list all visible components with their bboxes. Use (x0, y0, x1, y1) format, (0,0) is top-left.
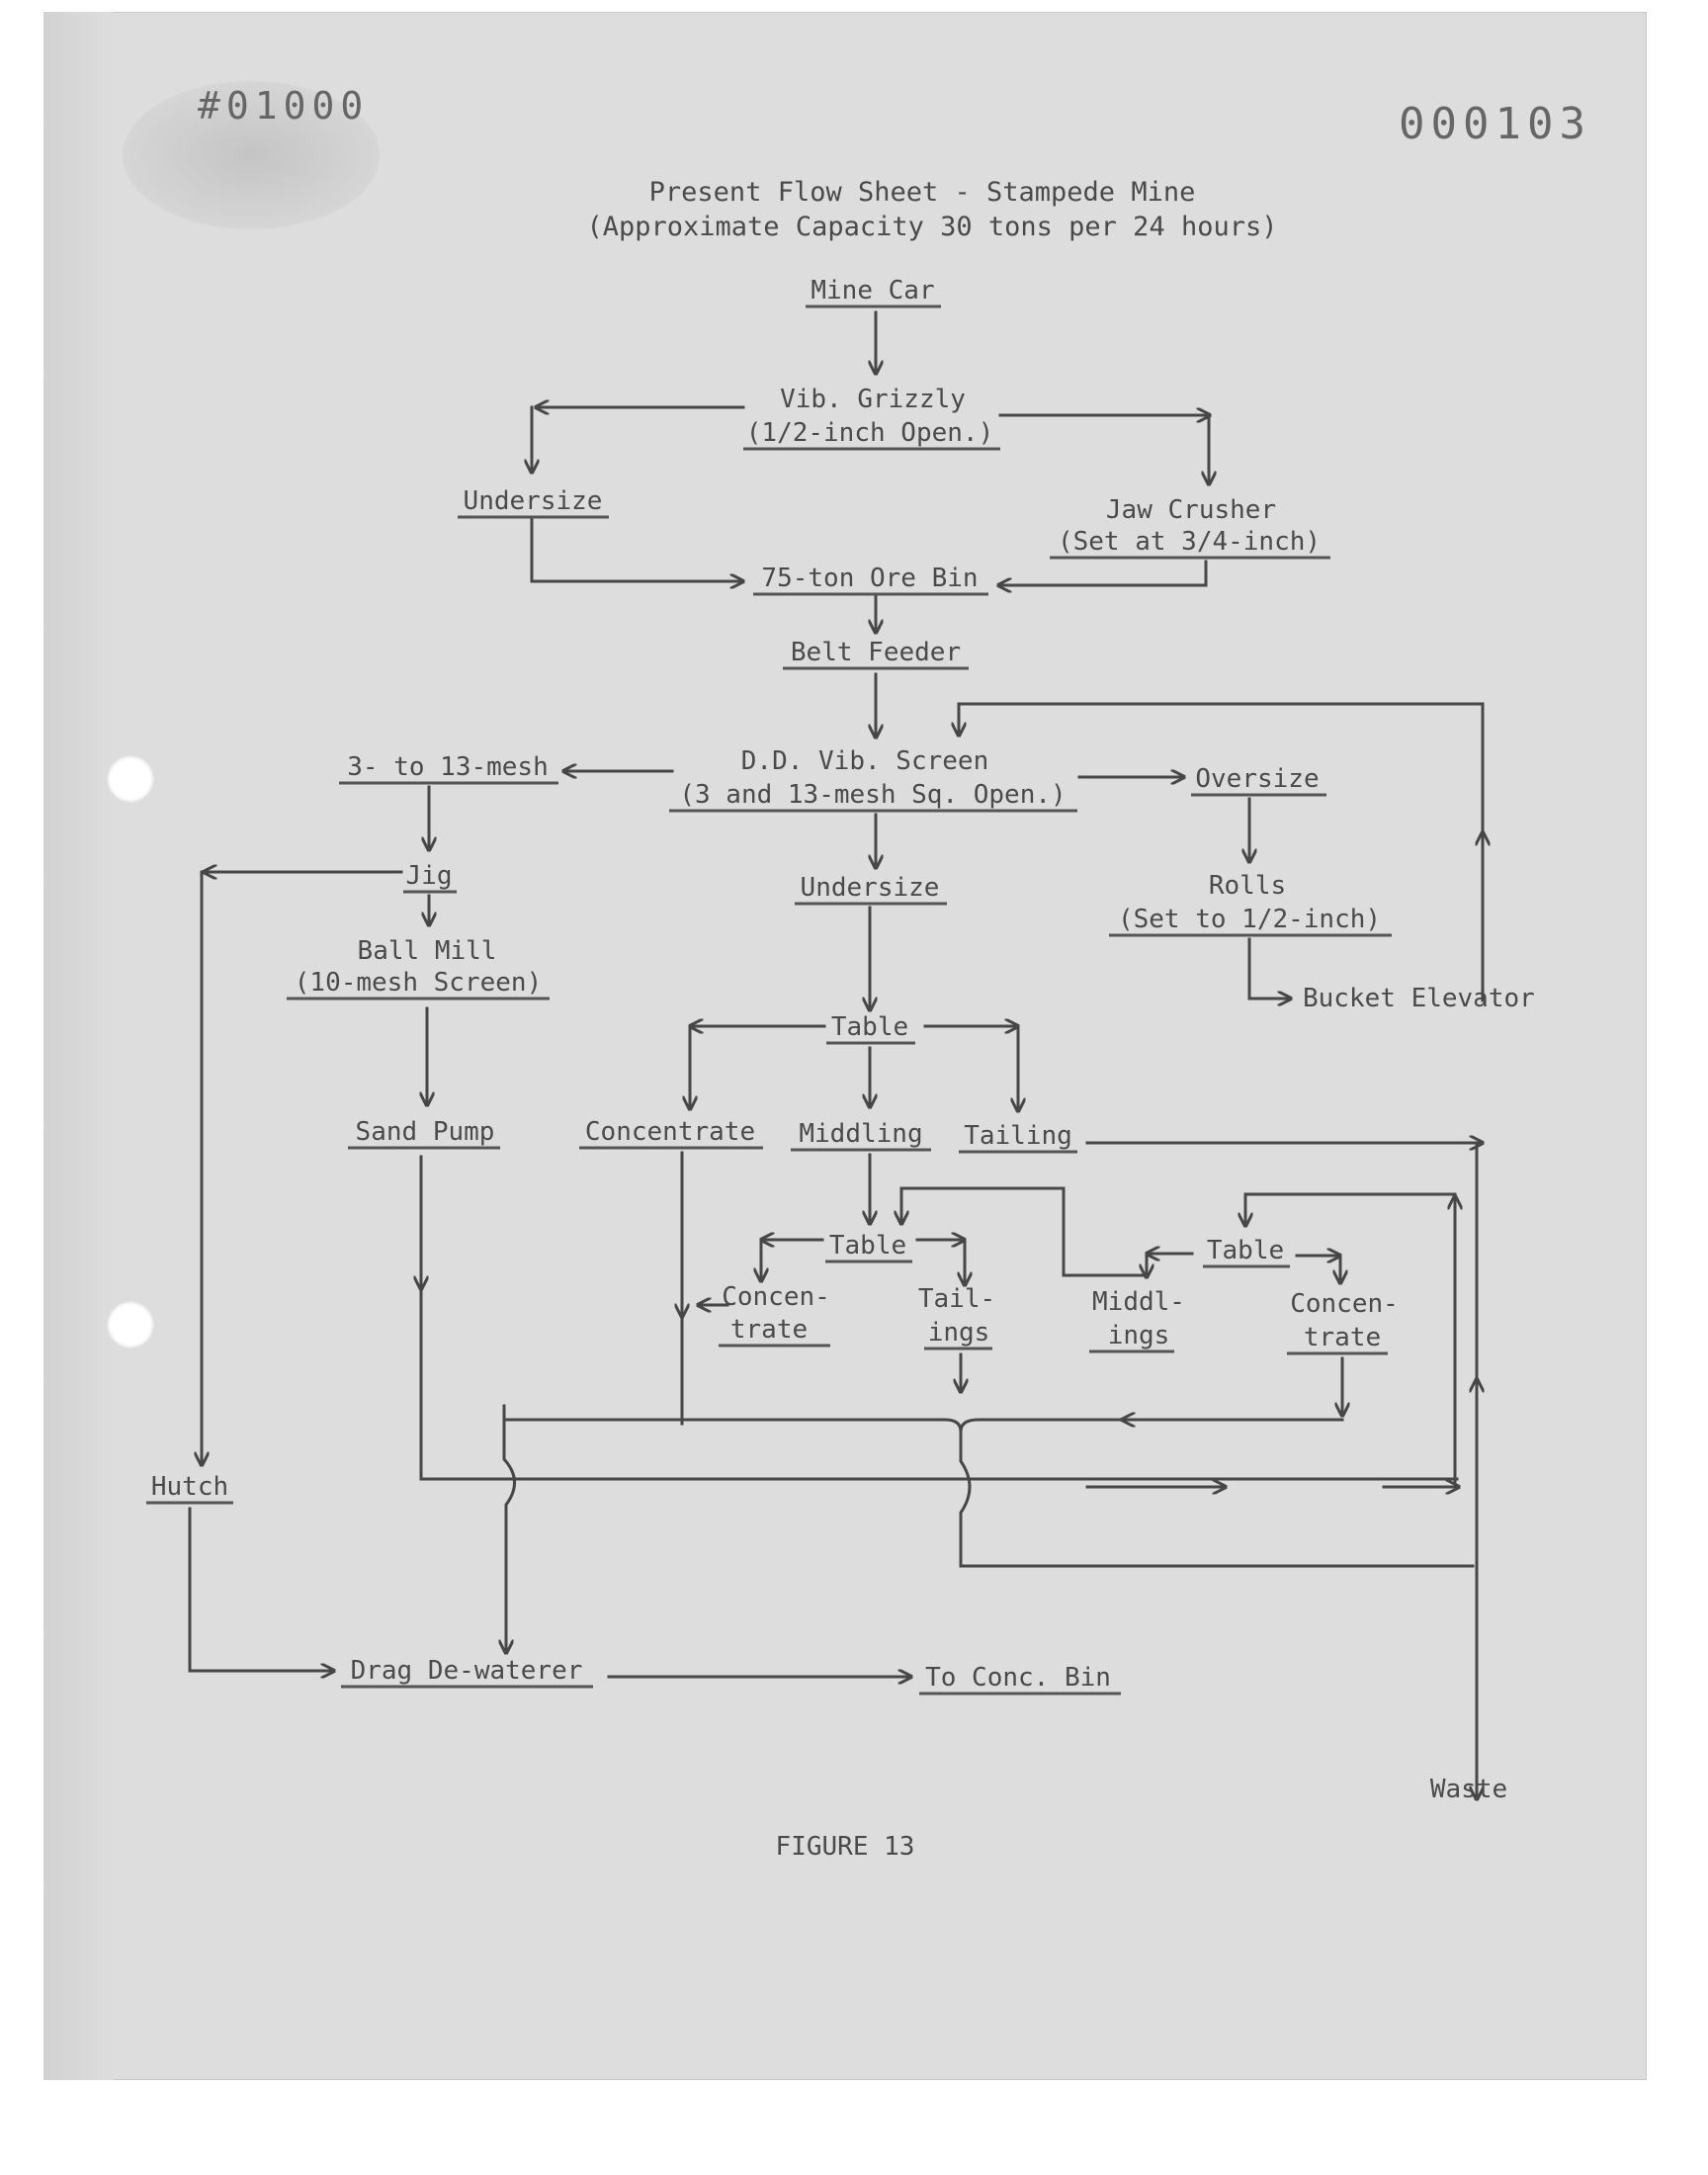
node-undersize-screen: Undersize (801, 873, 940, 903)
node-middling: Middling (799, 1119, 922, 1149)
arrow-undersize-to-ore-bin (530, 518, 745, 581)
punch-hole-lower (107, 1301, 154, 1348)
node-bucket-elevator: Bucket Elevator (1303, 984, 1535, 1013)
node-concentrate-2-line-1: Concen- (722, 1282, 830, 1312)
node-ore-bin: 75-ton Ore Bin (761, 564, 978, 593)
line-sand-pump-return (419, 1155, 1459, 1481)
node-undersize-grizzly: Undersize (464, 486, 603, 516)
node-rolls-setting: (Set to 1/2-inch) (1118, 905, 1381, 934)
node-waste: Waste (1430, 1775, 1507, 1804)
node-tailings-2-line-2: ings (928, 1318, 990, 1348)
node-vib-grizzly: Vib. Grizzly (780, 385, 966, 414)
node-table-retreat: Table (1207, 1236, 1284, 1265)
node-jaw-crusher-setting: (Set at 3/4-inch) (1058, 527, 1321, 557)
title-line-2: (Approximate Capacity 30 tons per 24 hou… (587, 212, 1278, 242)
node-concentrate-3-line-2: trate (1304, 1323, 1381, 1352)
node-belt-feeder: Belt Feeder (791, 638, 961, 667)
node-table-primary: Table (831, 1012, 908, 1042)
figure-caption: FIGURE 13 (776, 1832, 915, 1862)
line-concentrate-collector (504, 1418, 1124, 1433)
stamp-right-number: 000103 (1399, 99, 1591, 149)
punch-hole-upper (107, 755, 154, 803)
arrow-collector-to-dewaterer (504, 1418, 516, 1655)
node-hutch: Hutch (151, 1472, 228, 1502)
node-vib-grizzly-opening: (1/2-inch Open.) (746, 418, 993, 448)
node-oversize: Oversize (1195, 764, 1319, 794)
arrow-loop-to-table-3 (1245, 1192, 1457, 1489)
line-tailings-2-to-waste (959, 1430, 1475, 1568)
node-tailing: Tailing (964, 1121, 1072, 1151)
node-to-conc-bin: To Conc. Bin (925, 1663, 1111, 1693)
node-dd-vib-screen-opening: (3 and 13-mesh Sq. Open.) (679, 780, 1066, 810)
title-line-1: Present Flow Sheet - Stampede Mine (649, 177, 1196, 208)
arrow-elevator-return-to-screen (959, 702, 1485, 838)
node-tailings-2-line-1: Tail- (918, 1284, 995, 1314)
node-sand-pump: Sand Pump (356, 1117, 495, 1147)
node-concentrate: Concentrate (585, 1117, 755, 1147)
node-mine-car: Mine Car (811, 276, 934, 305)
arrow-middlings-return-to-table-2 (901, 1186, 1066, 1277)
node-table-middling: Table (829, 1231, 906, 1261)
node-concentrate-3-line-1: Concen- (1290, 1289, 1399, 1319)
node-drag-dewaterer: Drag De-waterer (351, 1656, 583, 1686)
node-middlings-3-line-1: Middl- (1092, 1287, 1185, 1317)
node-3-to-13-mesh: 3- to 13-mesh (347, 752, 549, 782)
paper-sheet (43, 12, 1647, 2080)
node-jaw-crusher: Jaw Crusher (1106, 495, 1276, 525)
node-middlings-3-line-2: ings (1108, 1321, 1170, 1350)
node-ball-mill: Ball Mill (358, 936, 497, 966)
stamp-left-number: #01000 (198, 84, 369, 128)
node-dd-vib-screen: D.D. Vib. Screen (741, 746, 988, 776)
node-jig: Jig (406, 861, 453, 891)
ink-smudge (123, 81, 380, 229)
paper-edge-shadow (43, 12, 113, 2080)
node-ball-mill-screen: (10-mesh Screen) (295, 968, 542, 998)
arrow-crusher-to-ore-bin (996, 560, 1208, 585)
arrow-rolls-to-bucket-elevator (1247, 937, 1293, 999)
node-rolls: Rolls (1209, 871, 1286, 901)
node-concentrate-2-line-2: trate (730, 1315, 808, 1345)
arrow-hutch-to-dewaterer (188, 1507, 336, 1671)
